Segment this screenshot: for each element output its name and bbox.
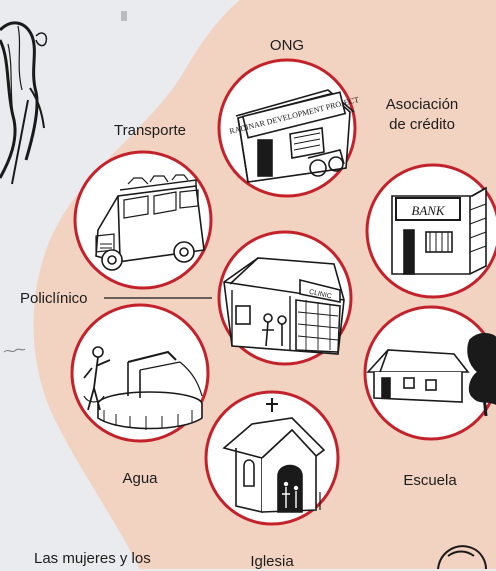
iglesia-label: Iglesia (250, 553, 294, 570)
escuela-label: Escuela (403, 472, 457, 489)
policlinico-label: Policlínico (20, 290, 88, 307)
node-ong: RADINAR DEVELOPMENT PROJECT (217, 58, 360, 198)
node-policlinico: CLINIC (217, 230, 353, 366)
node-transporte (73, 150, 213, 290)
credito-label-line2: de crédito (389, 116, 455, 133)
elderly-walker-icon (0, 21, 48, 185)
cooking-pot-icon (437, 545, 487, 569)
bank-sign-text: BANK (411, 203, 446, 218)
clinic-sign-text: CLINIC (308, 289, 332, 301)
credito-label-line1: Asociación (385, 96, 459, 113)
church-icon (222, 398, 326, 514)
ngo-office-icon (235, 89, 355, 183)
transporte-label: Transporte (114, 122, 186, 139)
footer-caption: Las mujeres y los (34, 550, 151, 567)
bus-icon (95, 174, 205, 271)
node-escuela (363, 305, 496, 441)
ong-label: ONG (269, 37, 305, 54)
node-credito: BANK (365, 163, 496, 299)
clinic-icon (223, 257, 345, 355)
decorative-mark (121, 11, 127, 21)
agua-label: Agua (122, 470, 158, 487)
bank-icon (391, 186, 487, 275)
node-iglesia (204, 390, 340, 526)
water-pump-icon (83, 346, 203, 430)
school-icon (366, 332, 496, 417)
node-agua (70, 303, 210, 443)
decorative-scribble (3, 348, 26, 353)
